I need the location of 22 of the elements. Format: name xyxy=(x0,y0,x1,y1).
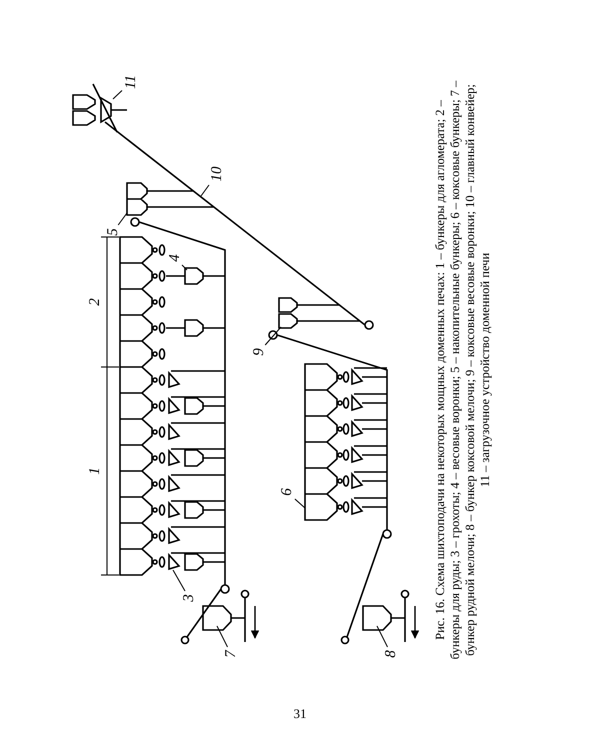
page-number: 31 xyxy=(294,706,306,722)
callout-number: 5 xyxy=(105,228,121,236)
leader-line xyxy=(112,90,122,100)
leader-line xyxy=(216,626,228,648)
callout-number: 7 xyxy=(223,650,239,658)
callout-number: 9 xyxy=(251,348,267,356)
leader-line xyxy=(264,326,282,346)
callout-number: 6 xyxy=(279,488,295,496)
leader-line xyxy=(118,212,128,226)
callout-number: 8 xyxy=(383,650,399,658)
callout-number: 10 xyxy=(209,166,225,182)
callout-number: 11 xyxy=(123,75,139,89)
leader-line xyxy=(376,626,388,648)
leader-line xyxy=(182,264,188,270)
callout-number: 4 xyxy=(167,254,183,262)
leader-line xyxy=(200,184,210,196)
leader-line xyxy=(294,498,306,508)
callout-number: 3 xyxy=(181,594,197,602)
dimension-label: 1 xyxy=(87,467,103,475)
leader-line xyxy=(172,570,186,592)
dimension-label: 2 xyxy=(87,298,103,306)
figure-caption: Рис. 16. Схема шихтоподачи на некоторых мощных доменных печах: 1 – бункеры для агломерата; 2 – бункеры для руды; 3 – грохоты; 4 – весовые воронки; 5 – накопительные бункеры; 6 – коксовые бункеры; 7 – бункер рудной мелочи; 8 – бункер коксовой мелочи; 9 – коксовые весовые воронки; 10 – главный конвейер; 11 – загрузочное устройство доменной печи xyxy=(433,80,493,660)
